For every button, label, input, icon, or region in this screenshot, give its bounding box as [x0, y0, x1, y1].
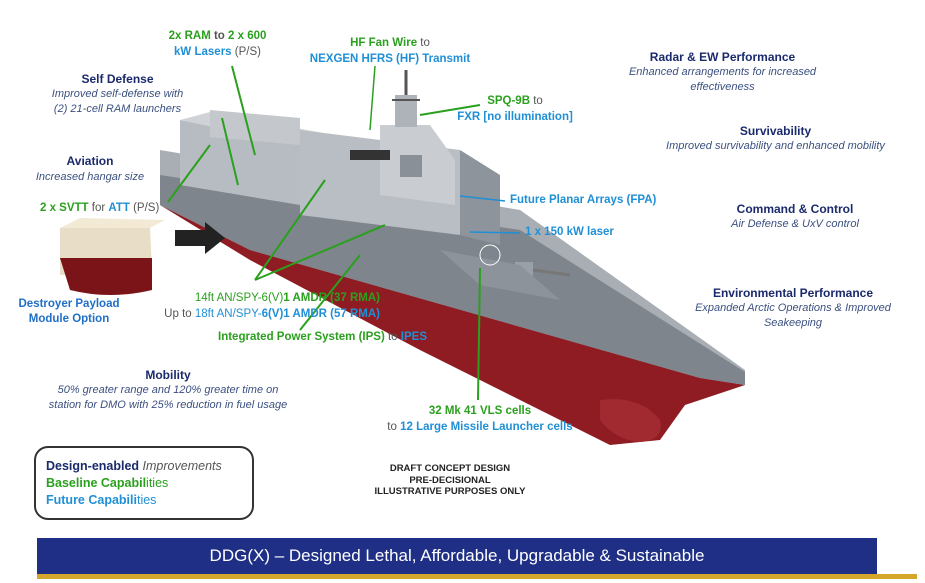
amdr-37rma: 1 AMDR (37 RMA)	[283, 292, 380, 304]
amdr-14ft: 14ft AN/SPY-6(V)	[194, 292, 284, 304]
feature-radar: Radar & EW Performance Enhanced arrangem…	[610, 50, 835, 95]
mobility-desc2: station for DMO with 25% reduction in fu…	[48, 399, 288, 411]
callout-hf: HF Fan Wire to NEXGEN HFRS (HF) Transmit	[300, 35, 480, 67]
mast	[395, 95, 417, 127]
feature-c2: Command & Control Air Defense & UxV cont…	[695, 202, 895, 232]
vls-to: to	[387, 421, 401, 433]
aviation-desc: Increased hangar size	[35, 171, 145, 183]
feature-aviation: Aviation Increased hangar size	[20, 153, 160, 185]
callout-vls: 32 Mk 41 VLS cells to 12 Large Missile L…	[370, 403, 590, 435]
vls-baseline: 32 Mk 41 VLS cells	[428, 405, 532, 417]
hf-future: NEXGEN HFRS (HF) Transmit	[309, 53, 471, 65]
legend-baseline-a: Baseline Capabil	[46, 476, 147, 490]
self-defense-title: Self Defense	[81, 72, 154, 86]
environmental-desc2: Seakeeping	[763, 317, 823, 329]
legend-design-a: Design-enabled	[46, 459, 140, 473]
survivability-title: Survivability	[739, 124, 812, 138]
deck-shade	[160, 175, 745, 385]
amdr-18ft: 18ft AN/SPY-	[194, 308, 262, 320]
ram-baseline: 2x RAM	[168, 30, 211, 42]
radar-desc2: effectiveness	[690, 81, 755, 93]
svtt-baseline: 2 x SVTT	[40, 202, 89, 214]
draft-line2: PRE-DECISIONAL	[409, 474, 491, 486]
amdr-6v: 6(V)	[261, 308, 284, 320]
legend-baseline-b: ities	[146, 476, 169, 490]
environmental-title: Environmental Performance	[712, 286, 874, 300]
self-defense-desc2: (2) 21-cell RAM launchers	[53, 103, 182, 115]
mobility-desc1: 50% greater range and 120% greater time …	[57, 384, 279, 396]
c2-desc: Air Defense & UxV control	[731, 218, 859, 230]
title-banner: DDG(X) – Designed Lethal, Affordable, Up…	[37, 538, 877, 574]
superstructure	[210, 110, 300, 145]
banner-stripe	[37, 574, 917, 579]
amdr-upto: Up to	[164, 308, 195, 320]
spq-baseline: SPQ-9B	[487, 95, 531, 107]
vls-future: 12 Large Missile Launcher cells	[400, 421, 573, 433]
survivability-desc: Improved survivability and enhanced mobi…	[666, 140, 885, 152]
ram-lasers-b: kW Lasers	[174, 46, 232, 58]
feature-survivability: Survivability Improved survivability and…	[648, 124, 903, 154]
callout-amdr: 14ft AN/SPY-6(V)1 AMDR (37 RMA) Up to 18…	[140, 290, 380, 322]
leader-lines-green	[167, 65, 481, 401]
legend: Design-enabled Improvements Baseline Cap…	[34, 446, 254, 520]
aviation-title: Aviation	[66, 154, 114, 168]
arrow-icon	[175, 222, 225, 254]
legend-design-b: Improvements	[139, 459, 222, 473]
amdr-57rma: 1 AMDR (57 RMA)	[283, 308, 380, 320]
bow-bulb	[600, 399, 661, 442]
feature-mobility: Mobility 50% greater range and 120% grea…	[28, 368, 308, 413]
legend-future-a: Future Capabili	[46, 493, 137, 507]
radar-desc1: Enhanced arrangements for increased	[628, 66, 817, 78]
hf-to: to	[417, 37, 430, 49]
draft-note: DRAFT CONCEPT DESIGN PRE-DECISIONAL ILLU…	[330, 463, 570, 498]
leader-lines-blue	[459, 195, 521, 234]
hf-baseline: HF Fan Wire	[350, 37, 418, 49]
svtt-for: for	[88, 202, 109, 214]
feature-self-defense: Self Defense Improved self-defense with …	[30, 72, 205, 117]
callout-laser: 1 x 150 kW laser	[525, 226, 614, 238]
self-defense-desc1: Improved self-defense with	[51, 88, 184, 100]
svtt-ps: (P/S)	[129, 202, 160, 214]
spq-future: FXR [no illumination]	[457, 111, 573, 123]
callout-ips: Integrated Power System (IPS) to IPES	[218, 331, 427, 343]
callout-fpa: Future Planar Arrays (FPA)	[510, 194, 657, 206]
legend-baseline: Baseline Capabilities	[46, 475, 252, 492]
ram-to: to	[210, 30, 229, 42]
environmental-desc1: Expanded Arctic Operations & Improved	[695, 302, 891, 314]
spq-to: to	[530, 95, 543, 107]
feature-environmental: Environmental Performance Expanded Arcti…	[678, 286, 908, 331]
ips-baseline: Integrated Power System (IPS)	[218, 331, 385, 343]
payload-line2: Module Option	[28, 313, 110, 325]
svtt-att: ATT	[108, 202, 130, 214]
callout-spq: SPQ-9B to FXR [no illumination]	[440, 93, 590, 125]
draft-line3: ILLUSTRATIVE PURPOSES ONLY	[374, 486, 526, 497]
payload-line1: Destroyer Payload	[18, 298, 120, 310]
bridge-windows	[350, 150, 390, 160]
callout-ram: 2x RAM to 2 x 600 kW Lasers (P/S)	[150, 28, 285, 60]
ram-ps: (P/S)	[231, 46, 261, 58]
ips-to: to	[384, 331, 401, 343]
legend-future-b: ties	[136, 493, 157, 507]
callout-svtt: 2 x SVTT for ATT (P/S)	[40, 202, 159, 214]
legend-future: Future Capabilities	[46, 492, 252, 509]
vls-deck	[440, 250, 560, 300]
draft-line1: DRAFT CONCEPT DESIGN	[389, 463, 511, 474]
c2-title: Command & Control	[736, 202, 854, 216]
ips-future: IPES	[400, 331, 427, 343]
legend-design: Design-enabled Improvements	[46, 458, 252, 475]
mobility-title: Mobility	[145, 368, 191, 382]
ram-lasers-a: 2 x 600	[228, 30, 267, 42]
callout-payload: Destroyer Payload Module Option	[8, 297, 130, 327]
radar-title: Radar & EW Performance	[649, 50, 796, 64]
radar-face	[400, 155, 422, 177]
